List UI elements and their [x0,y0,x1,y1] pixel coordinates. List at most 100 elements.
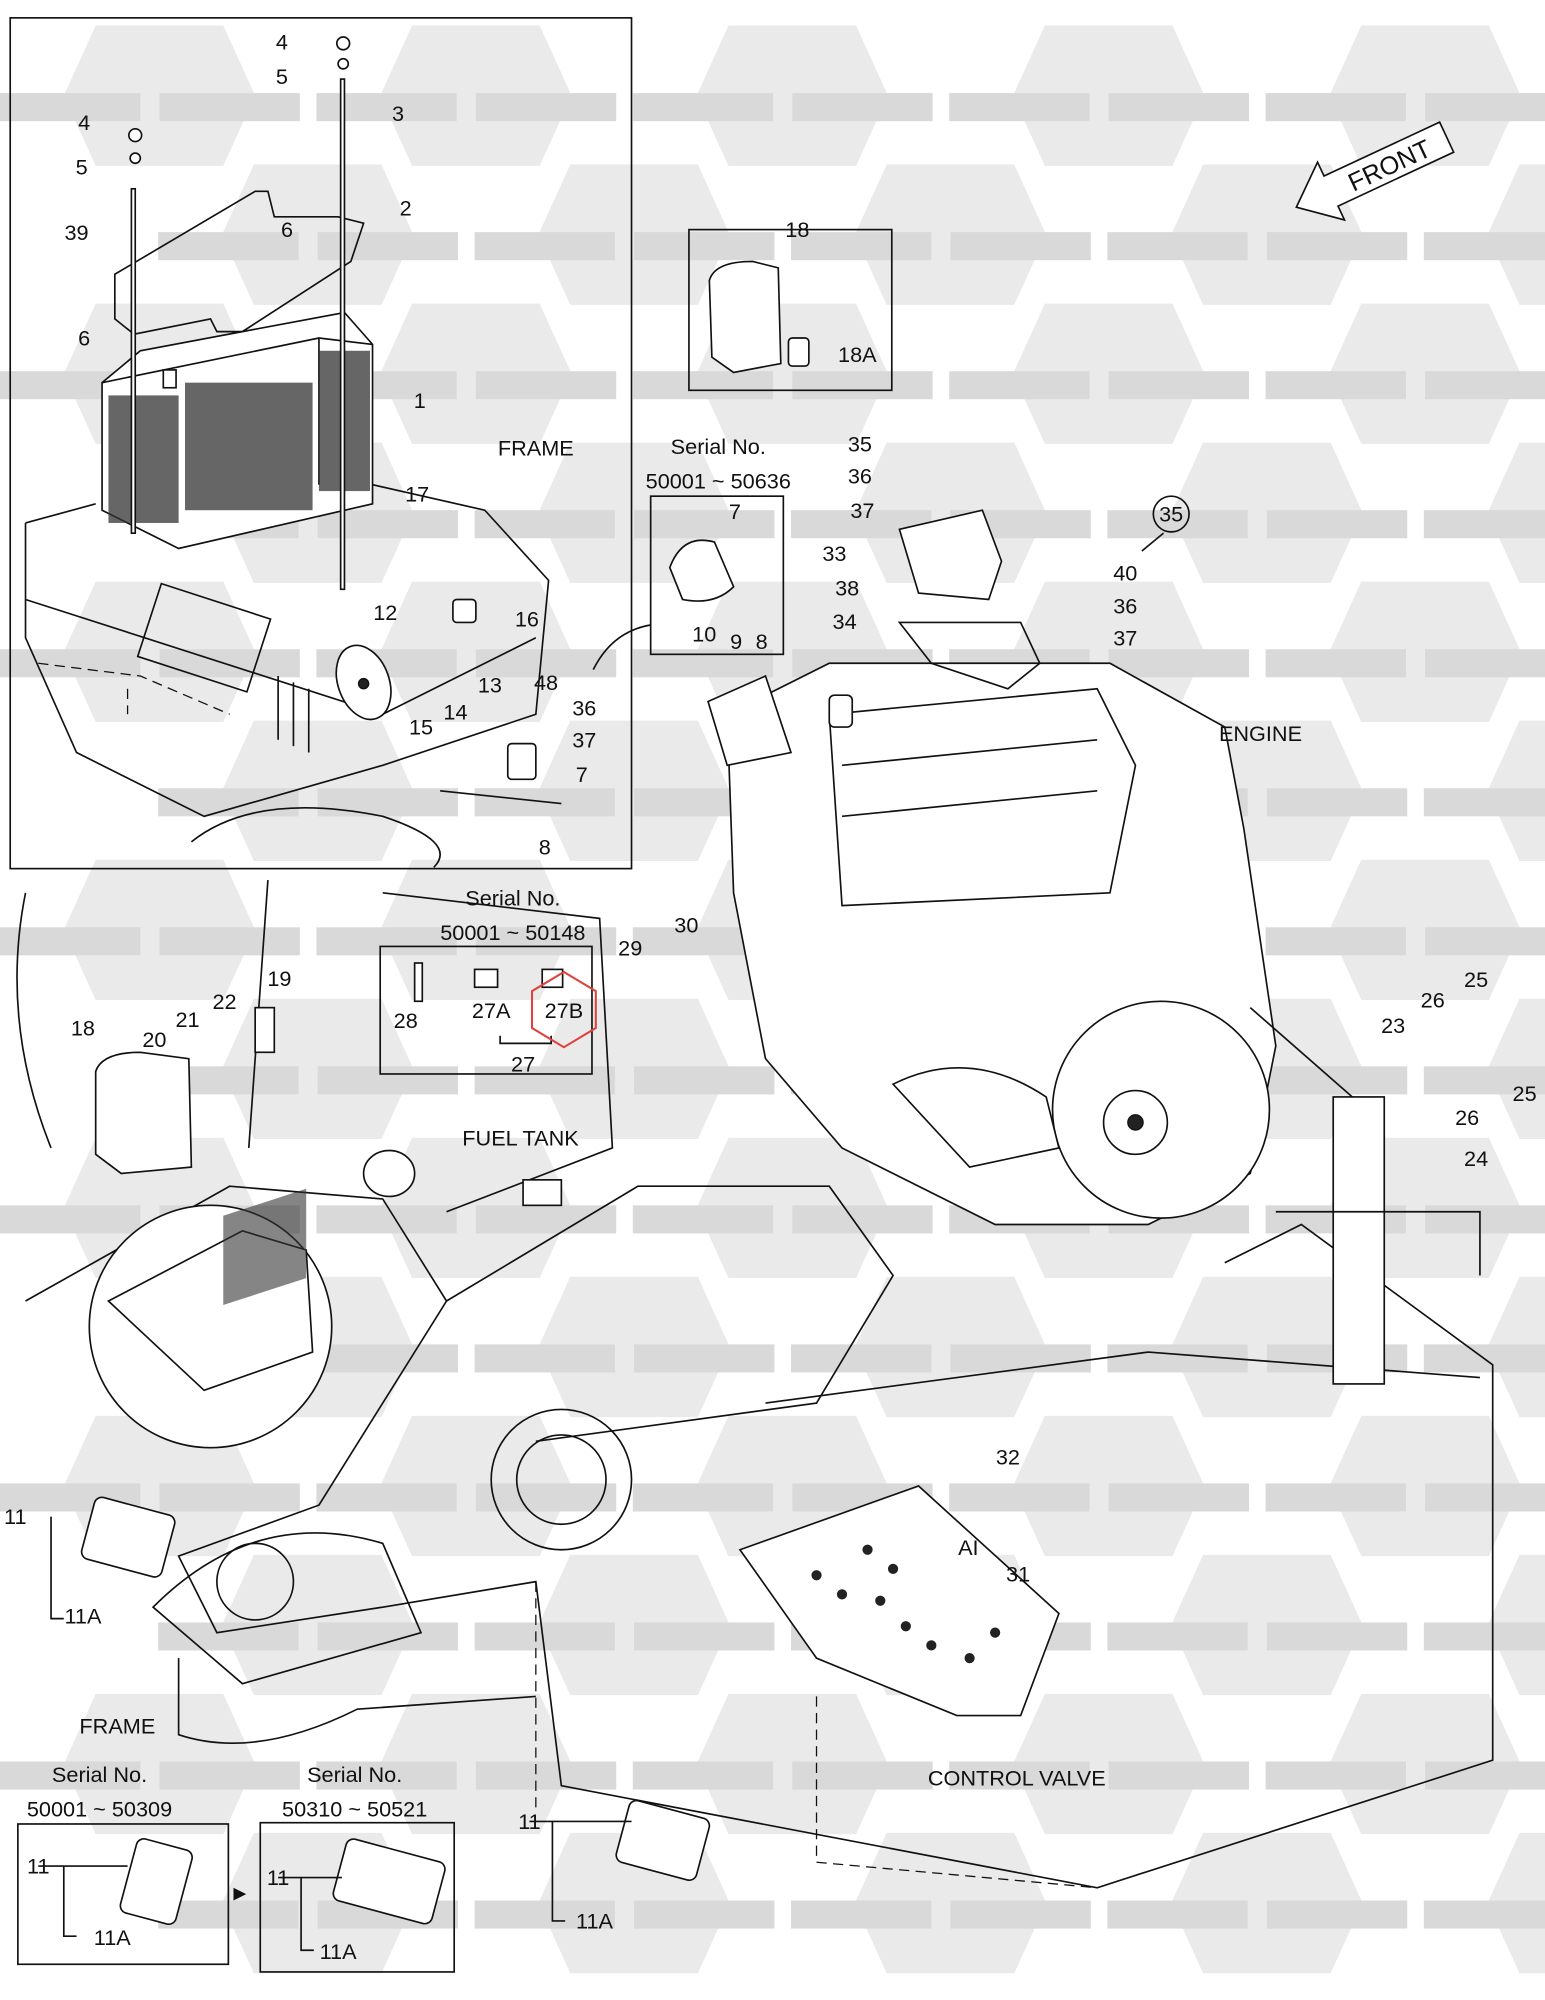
watermark-band [632,1761,774,1790]
watermark-band [1107,510,1248,539]
watermark-band [474,510,615,539]
watermark-hexagon [1329,303,1521,444]
watermark-band [1265,927,1406,956]
watermark-band [0,93,141,122]
watermark-hexagon [1329,859,1521,1000]
part-callout: 21 [175,1007,199,1032]
diagram-caption: Serial No. [307,1762,402,1787]
part-callout: 11 [27,1854,50,1879]
part-callout: 11A [320,1939,358,1964]
watermark-band [474,1344,615,1373]
watermark-band [475,649,617,678]
watermark-band [1108,1761,1250,1790]
diagram-caption: FUEL TANK [462,1125,579,1150]
watermark-hexagon [1329,581,1521,722]
part-callout: 17 [405,481,429,506]
part-callout: 12 [373,600,397,625]
watermark-band [159,1483,300,1512]
part-callout: 18 [785,217,809,242]
watermark-band [159,927,300,956]
serial-detail-panel-50148 [379,945,597,1075]
watermark-hexagon [380,303,572,444]
reservoir-detail-panel [688,228,893,392]
watermark-band [792,371,933,400]
watermark-band [792,93,933,122]
watermark-band [949,93,1090,122]
watermark-band [634,1344,775,1373]
watermark-band [950,1900,1091,1929]
part-callout: 11 [4,1504,27,1529]
watermark-band [950,1344,1091,1373]
part-callout: 23 [1381,1013,1405,1038]
watermark-band [317,1622,459,1651]
part-callout: 6 [281,217,293,242]
diagram-caption: 50001 ~ 50636 [646,469,791,494]
watermark-band [949,371,1090,400]
part-callout: 22 [212,989,236,1014]
watermark-band [0,1205,141,1234]
watermark-band [1108,1483,1250,1512]
part-callout: 14 [443,699,467,724]
part-callout: 25 [1513,1081,1537,1106]
part-callout: 35 [848,432,872,457]
watermark-band [316,93,457,122]
battery-detail-panel [9,17,633,870]
watermark-band [1266,232,1408,261]
watermark-band [1108,649,1250,678]
diagram-caption: ENGINE [1219,721,1302,746]
watermark-band [158,1622,299,1651]
watermark-hexagon [380,1693,572,1835]
diagram-caption: FRAME [79,1713,155,1738]
watermark-hexagon [1329,1693,1521,1835]
part-callout: 8 [756,629,768,654]
watermark-band [316,1205,457,1234]
diagram-caption: CONTROL VALVE [928,1766,1106,1791]
watermark-band [475,371,617,400]
watermark-band [1425,1205,1545,1234]
part-callout: 39 [64,220,88,245]
watermark-band [1107,232,1248,261]
part-callout: 11 [267,1865,290,1890]
watermark-band [632,649,774,678]
watermark-band [949,1483,1090,1512]
part-callout: 15 [409,715,433,740]
watermark-band [1266,1066,1408,1095]
part-callout: 34 [833,609,857,634]
watermark-band [1425,93,1545,122]
part-callout: 40 [1113,560,1137,585]
watermark-band [1265,93,1406,122]
work-lamps [17,1496,711,1973]
watermark-band [317,510,459,539]
watermark-band [475,93,617,122]
watermark-band [1425,649,1545,678]
watermark-band [1265,371,1406,400]
part-callout: 6 [78,326,90,351]
watermark-band [159,1761,300,1790]
diagram-caption: 50001 ~ 50148 [440,920,585,945]
watermark-band [316,1483,457,1512]
part-callout: 36 [1113,594,1137,619]
watermark-band [790,232,932,261]
diagram-caption: Serial No. [465,886,560,911]
watermark-band [475,927,617,956]
watermark-band [1425,927,1545,956]
watermark-band [474,1622,615,1651]
watermark-band [317,232,459,261]
watermark-band [474,1900,615,1929]
watermark-band [1108,371,1250,400]
watermark-band [634,1066,775,1095]
part-callout: 28 [394,1008,418,1033]
watermark-band [1107,1622,1248,1651]
watermark-band [1265,649,1406,678]
part-callout: 11A [94,1925,132,1950]
watermark-band [0,1761,141,1790]
part-callout: 3 [392,101,404,126]
reservoir-tank [94,1006,276,1175]
part-callout: 9 [730,629,742,654]
part-callout: 7 [729,499,741,524]
watermark-band [790,1900,932,1929]
part-callout: 11 [518,1809,541,1834]
watermark-hexagon [380,1415,572,1557]
watermark-band [792,1205,933,1234]
watermark-hexagon [380,859,572,1000]
